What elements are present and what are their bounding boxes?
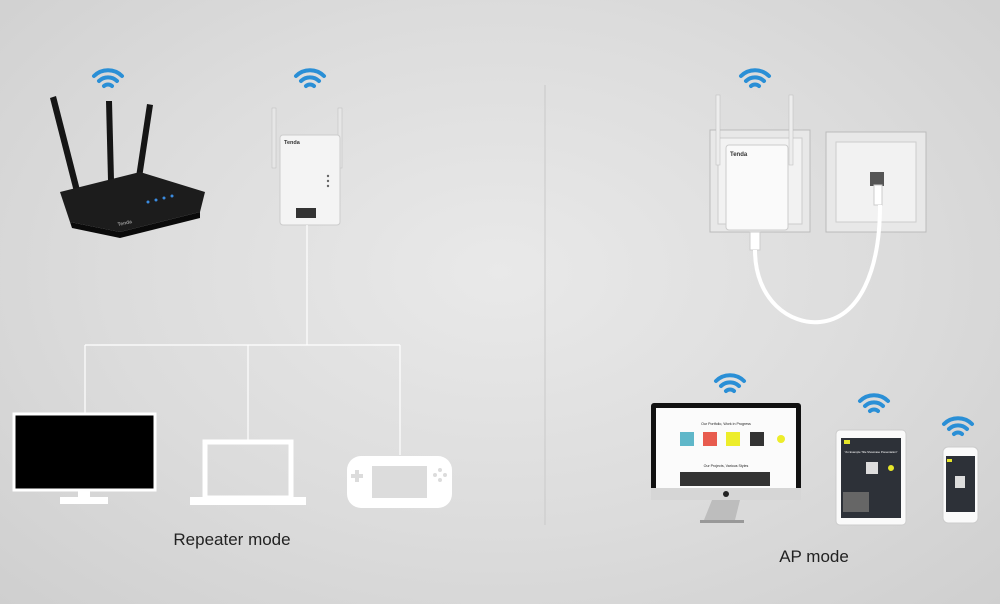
ap-mode-label: AP mode [779, 547, 849, 566]
router-brand-logo: Tenda [117, 219, 133, 228]
wifi-icon [942, 416, 974, 436]
imac-heading-1: Our Portfolio, Work in Progress [701, 422, 751, 426]
ethernet-cable [753, 204, 882, 325]
range-extender-icon [271, 107, 343, 226]
ethernet-wall-socket-icon [825, 131, 927, 233]
wifi-icon [714, 373, 746, 393]
ap-extender-brand-logo: Tenda [730, 152, 748, 158]
extender-brand-logo: Tenda [284, 140, 301, 146]
tablet-heading: "An Example Title Showcase Presentation" [844, 450, 897, 454]
wifi-icon [92, 68, 124, 88]
imac-icon [651, 403, 801, 523]
smartphone-icon [942, 446, 979, 524]
laptop-icon [190, 439, 306, 505]
gamepad-icon [347, 456, 452, 508]
wifi-icon [739, 68, 771, 88]
wall-socket-extender-icon [709, 94, 811, 251]
wifi-icon [294, 68, 326, 88]
router-icon [50, 96, 205, 238]
repeater-mode-label: Repeater mode [173, 530, 291, 549]
imac-heading-2: Our Projects, Various Styles [704, 464, 749, 468]
tablet-icon [835, 429, 907, 526]
connection-lines [84, 225, 401, 455]
wifi-icon [858, 393, 890, 413]
monitor-icon [12, 412, 157, 504]
